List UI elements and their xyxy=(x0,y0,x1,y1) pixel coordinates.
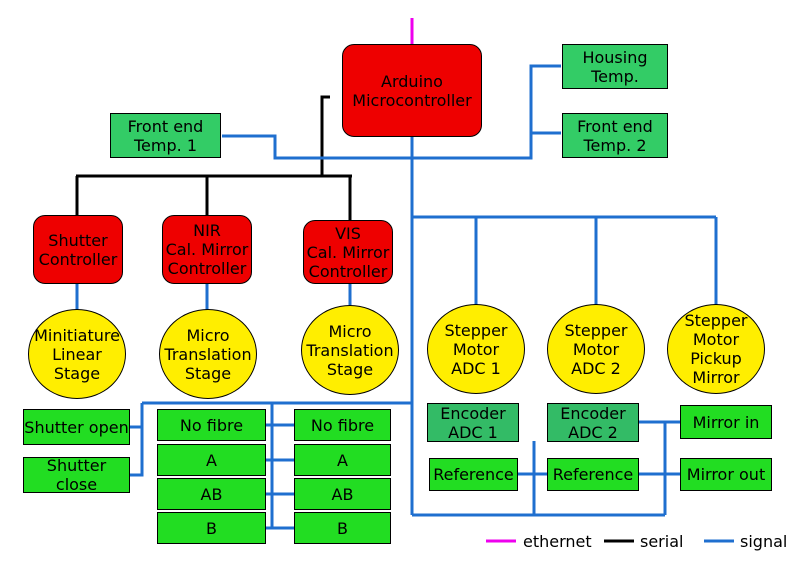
vis-no-fibre-label: No fibre xyxy=(310,415,375,435)
stepper-adc-1-line-3: ADC 1 xyxy=(451,358,501,378)
encoder-adc-1-line-2: ADC 1 xyxy=(448,422,498,442)
stepper-motor-adc-1: Stepper Motor ADC 1 xyxy=(427,304,525,394)
encoder-adc-2: Encoder ADC 2 xyxy=(547,403,639,442)
stepper-motor-adc-2: Stepper Motor ADC 2 xyxy=(547,304,645,394)
encoder-adc-2-line-2: ADC 2 xyxy=(568,422,618,442)
stepper-pickup-line-4: Mirror xyxy=(692,368,740,387)
vis-controller-line-3: Controller xyxy=(308,261,388,281)
nir-stage-line-2: Translation xyxy=(164,344,252,364)
front-end-temp-1-sensor: Front end Temp. 1 xyxy=(110,113,221,158)
arduino-label-line-2: Microcontroller xyxy=(352,90,472,110)
stepper-adc-2-line-1: Stepper xyxy=(564,320,628,340)
linear-stage-line-2: Linear xyxy=(52,344,102,364)
front-end-temp-2-line-2: Temp. 2 xyxy=(583,135,647,155)
nir-a-label: A xyxy=(206,450,217,470)
front-end-temp-1-line-2: Temp. 1 xyxy=(134,135,197,155)
vis-cal-mirror-controller: VIS Cal. Mirror Controller xyxy=(303,220,393,284)
stepper-adc-2-line-2: Motor xyxy=(572,339,620,359)
serial-wires xyxy=(75,95,352,221)
reference-1-label: Reference xyxy=(433,465,514,484)
stepper-pickup-line-1: Stepper xyxy=(684,311,748,330)
vis-controller-line-1: VIS xyxy=(335,223,361,243)
reference-2-label: Reference xyxy=(552,465,634,484)
shutter-controller-line-1: Shutter xyxy=(48,230,108,250)
stepper-pickup-line-2: Motor xyxy=(692,330,740,349)
encoder-adc-1-line-1: Encoder xyxy=(440,403,506,423)
vis-stage-line-1: Micro xyxy=(328,321,372,341)
arduino-label-line-1: Arduino xyxy=(381,71,443,91)
nir-stage-line-1: Micro xyxy=(186,325,230,345)
nir-ab-label: AB xyxy=(200,484,223,504)
nir-controller-line-3: Controller xyxy=(167,259,247,278)
linear-stage-line-3: Stage xyxy=(53,363,101,383)
front-end-temp-2-sensor: Front end Temp. 2 xyxy=(562,113,668,158)
legend-serial-label: serial xyxy=(640,532,684,551)
encoder-adc-2-line-1: Encoder xyxy=(560,403,626,423)
housing-temp-line-2: Temp. xyxy=(591,66,639,86)
vis-no-fibre-switch: No fibre xyxy=(294,409,391,441)
vis-a-switch: A xyxy=(294,444,391,476)
nir-ab-switch: AB xyxy=(157,478,266,510)
nir-a-switch: A xyxy=(157,444,266,476)
mirror-in-label: Mirror in xyxy=(692,412,760,432)
nir-micro-translation-stage: Micro Translation Stage xyxy=(159,309,257,399)
nir-cal-mirror-controller: NIR Cal. Mirror Controller xyxy=(162,215,252,284)
mirror-out-label: Mirror out xyxy=(686,465,766,484)
legend-signal-label: signal xyxy=(740,532,788,551)
vis-micro-translation-stage: Micro Translation Stage xyxy=(301,305,399,395)
arduino-microcontroller: Arduino Microcontroller xyxy=(342,44,482,137)
stepper-pickup-line-3: Pickup xyxy=(690,349,742,368)
shutter-controller-line-2: Controller xyxy=(38,249,118,269)
vis-stage-line-2: Translation xyxy=(306,340,394,360)
linear-stage-line-1: Minitiature xyxy=(34,325,120,345)
nir-no-fibre-switch: No fibre xyxy=(157,409,266,441)
housing-temp-line-1: Housing xyxy=(582,47,648,67)
nir-b-label: B xyxy=(206,518,217,538)
stepper-adc-2-line-3: ADC 2 xyxy=(571,358,621,378)
vis-stage-line-3: Stage xyxy=(326,359,374,379)
signal-wires xyxy=(75,64,718,530)
encoder-adc-1: Encoder ADC 1 xyxy=(427,403,519,442)
nir-b-switch: B xyxy=(157,512,266,544)
reference-switch-1: Reference xyxy=(429,458,518,491)
reference-switch-2: Reference xyxy=(547,458,639,491)
vis-ab-label: AB xyxy=(331,484,354,504)
nir-stage-line-3: Stage xyxy=(184,363,232,383)
nir-controller-line-2: Cal. Mirror xyxy=(165,240,249,259)
front-end-temp-1-line-1: Front end xyxy=(127,116,204,136)
mirror-out-switch: Mirror out xyxy=(680,458,772,491)
nir-no-fibre-label: No fibre xyxy=(179,415,244,435)
front-end-temp-2-line-1: Front end xyxy=(577,116,653,136)
legend-ethernet-label: ethernet xyxy=(523,532,592,551)
nir-controller-line-1: NIR xyxy=(193,221,221,240)
shutter-close-label: Shutter close xyxy=(46,456,107,494)
shutter-open-switch: Shutter open xyxy=(23,409,130,445)
vis-controller-line-2: Cal. Mirror xyxy=(306,242,390,262)
vis-b-label: B xyxy=(337,518,348,538)
shutter-close-switch: Shutter close xyxy=(23,456,130,494)
shutter-open-label: Shutter open xyxy=(24,417,129,437)
vis-a-label: A xyxy=(337,450,348,470)
stepper-motor-pickup-mirror: Stepper Motor Pickup Mirror xyxy=(667,304,765,394)
mirror-in-switch: Mirror in xyxy=(680,405,772,439)
housing-temp-sensor: Housing Temp. xyxy=(562,44,668,89)
vis-b-switch: B xyxy=(294,512,391,544)
stepper-adc-1-line-2: Motor xyxy=(452,339,500,359)
vis-ab-switch: AB xyxy=(294,478,391,510)
miniature-linear-stage: Minitiature Linear Stage xyxy=(28,309,126,399)
stepper-adc-1-line-1: Stepper xyxy=(444,320,508,340)
shutter-controller: Shutter Controller xyxy=(33,215,123,284)
